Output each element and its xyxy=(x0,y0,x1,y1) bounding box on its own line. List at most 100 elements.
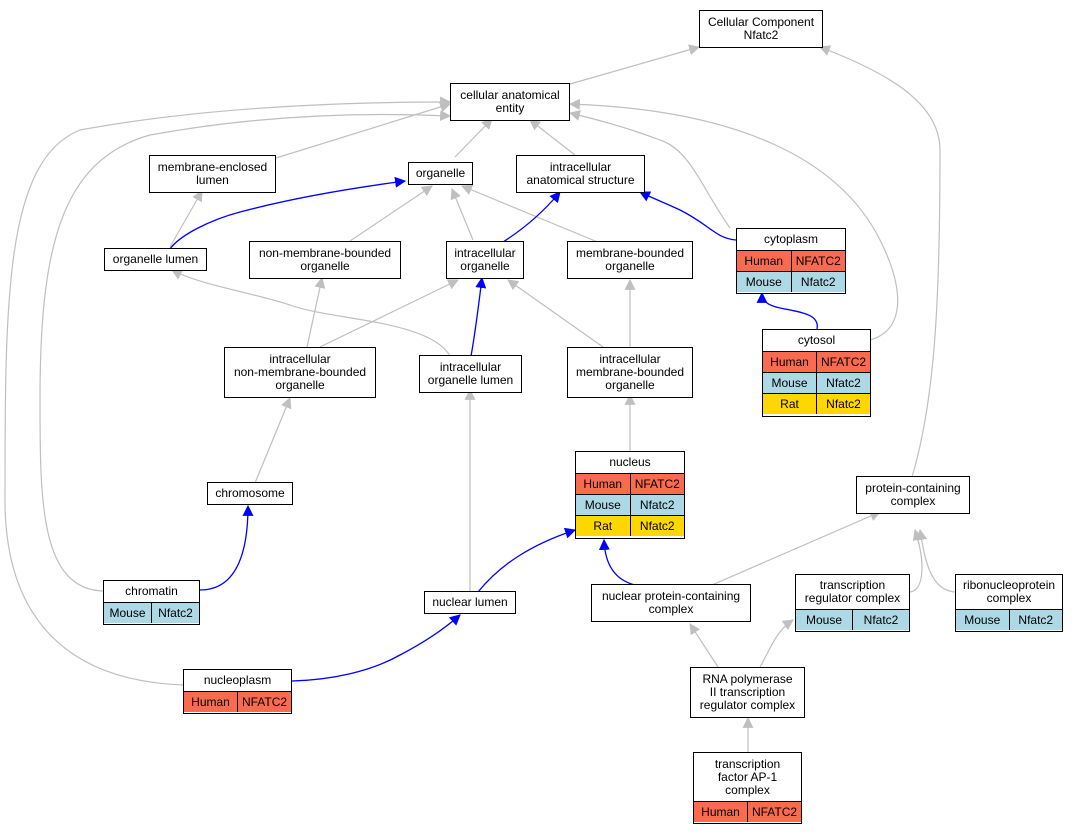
node-label: chromosome xyxy=(215,486,285,500)
gene-name: Nfatc2 xyxy=(852,609,909,630)
gene-name: Nfatc2 xyxy=(151,602,199,623)
node-organelle[interactable]: organelle xyxy=(408,162,473,185)
node-label: intracellular non-membrane-bounded organ… xyxy=(233,352,367,392)
edge-organelle-cae xyxy=(454,118,493,158)
species-name: Human xyxy=(184,691,238,712)
node-intracellular-organelle[interactable]: intracellular organelle xyxy=(446,241,524,279)
edge-iol-olumen xyxy=(171,269,451,357)
edge-cytosol-cytoplasm xyxy=(756,291,818,330)
node-label: intracellular organelle xyxy=(454,246,516,273)
node-cellular-component-nfatc2[interactable]: Cellular Component Nfatc2 xyxy=(699,10,823,48)
node-label: transcription factor AP-1 complex xyxy=(714,756,781,797)
node-label: intracellular membrane-bounded organelle xyxy=(575,352,685,392)
edge-inmbo-nmbo xyxy=(306,276,326,348)
node-label: cytosol xyxy=(797,333,836,347)
edge-chromosome-inmbo xyxy=(254,396,292,484)
node-membrane-bounded-organelle[interactable]: membrane-bounded organelle xyxy=(567,241,693,279)
node-label: RNA polymerase II transcription regulato… xyxy=(699,672,796,712)
edge-nlumen-nucleus xyxy=(477,527,577,593)
edge-chromatin-cae xyxy=(39,110,452,592)
edge-chromatin-chromosome xyxy=(199,504,254,591)
edge-trc-pcc xyxy=(909,528,924,593)
species-name: Mouse xyxy=(737,271,791,292)
gene-name: NFATC2 xyxy=(237,691,291,712)
edge-inmbo-io xyxy=(319,279,459,348)
gene-name: Nfatc2 xyxy=(629,515,684,536)
edge-mbo-organelle xyxy=(460,184,601,244)
edge-cytoplasm-ias xyxy=(639,191,737,241)
node-intracellular-membrane-bounded-organelle[interactable]: intracellular membrane-bounded organelle xyxy=(567,347,693,398)
node-cellular-anatomical-entity[interactable]: cellular anatomical entity xyxy=(450,83,570,121)
node-label: intracellular anatomical structure xyxy=(526,160,635,187)
node-label: nucleus xyxy=(609,455,651,469)
node-label: membrane-bounded organelle xyxy=(575,246,685,273)
edge-iol-io xyxy=(470,276,487,357)
node-label: nucleoplasm xyxy=(203,673,272,687)
species-name: Mouse xyxy=(956,609,1009,630)
edge-cytosol-cae xyxy=(568,98,899,341)
species-name: Human xyxy=(737,250,791,272)
species-name: Rat xyxy=(763,393,817,414)
node-label: transcription regulator complex xyxy=(804,578,901,605)
node-nuclear-protein-containing-complex[interactable]: nuclear protein-containing complex xyxy=(591,584,751,622)
node-intracellular-organelle-lumen[interactable]: intracellular organelle lumen xyxy=(419,355,522,393)
node-label: organelle lumen xyxy=(112,252,199,266)
node-label: cytoplasm xyxy=(763,232,819,246)
gene-name: Nfatc2 xyxy=(816,372,870,394)
node-chromosome[interactable]: chromosome xyxy=(207,482,293,505)
gene-name: Nfatc2 xyxy=(629,494,684,516)
edge-nmbo-organelle xyxy=(349,185,433,242)
node-membrane-enclosed-lumen[interactable]: membrane-enclosed lumen xyxy=(149,155,276,193)
species-name: Mouse xyxy=(796,609,853,630)
node-label: intracellular organelle lumen xyxy=(427,360,514,387)
node-label: organelle xyxy=(415,166,466,180)
edge-mel-cae xyxy=(275,101,452,159)
node-organelle-lumen[interactable]: organelle lumen xyxy=(104,248,207,271)
edge-pcc-root xyxy=(818,45,941,478)
gene-name: Nfatc2 xyxy=(816,393,870,414)
node-non-membrane-bounded-organelle[interactable]: non-membrane-bounded organelle xyxy=(249,241,401,279)
species-name: Mouse xyxy=(104,602,152,623)
node-label: nuclear lumen xyxy=(432,595,508,609)
node-label: non-membrane-bounded organelle xyxy=(258,246,392,273)
node-intracellular-anatomical-structure[interactable]: intracellular anatomical structure xyxy=(516,155,645,193)
node-nuclear-lumen[interactable]: nuclear lumen xyxy=(424,591,516,614)
node-protein-containing-complex[interactable]: protein-containing complex xyxy=(856,476,970,514)
species-name: Mouse xyxy=(763,372,817,394)
gene-name: NFATC2 xyxy=(790,250,845,272)
gene-name: Nfatc2 xyxy=(1008,609,1062,630)
node-rna-polymerase-ii-transcription-regulator-complex[interactable]: RNA polymerase II transcription regulato… xyxy=(690,667,805,718)
gene-name: Nfatc2 xyxy=(790,271,845,292)
node-label: nuclear protein-containing complex xyxy=(601,589,741,616)
edge-rnpc-pcc xyxy=(916,528,956,593)
node-intracellular-non-membrane-bounded-organelle[interactable]: intracellular non-membrane-bounded organ… xyxy=(224,347,376,398)
species-name: Human xyxy=(576,473,630,495)
node-label: protein-containing complex xyxy=(865,481,961,508)
gene-name: NFATC2 xyxy=(816,351,870,373)
gene-name: NFATC2 xyxy=(747,801,801,822)
node-label: ribonucleoprotein complex xyxy=(962,578,1056,605)
